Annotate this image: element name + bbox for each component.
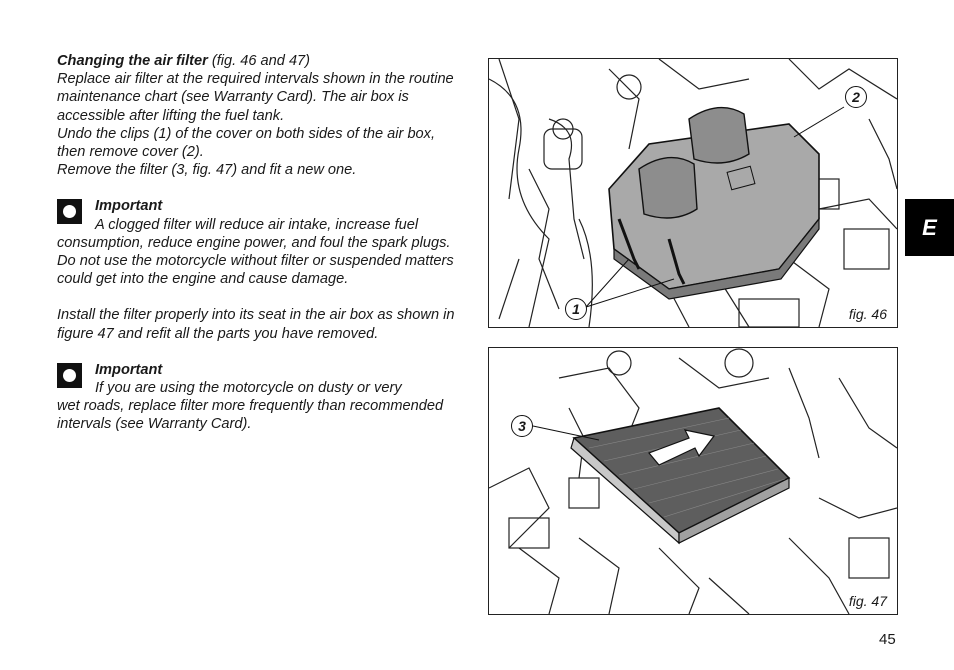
figure-47-caption: fig. 47 [848, 593, 887, 609]
paragraph-install: Install the filter properly into its sea… [57, 307, 455, 342]
figure-46-caption: fig. 46 [848, 306, 887, 322]
important-bullet-icon [57, 362, 82, 388]
important-text: wet roads, replace filter more frequentl… [57, 398, 444, 433]
figure-47-illustration [489, 348, 897, 614]
paragraph-clips: Undo the clips (1) of the cover on both … [57, 125, 436, 161]
page-number: 45 [879, 631, 896, 648]
section-heading-ref: (fig. 46 and 47) [207, 53, 311, 69]
figure-46-air-box-cover: 2 1 fig. 46 [488, 58, 898, 328]
important-notice-1: Important A clogged filter will reduce a… [57, 197, 457, 288]
figure-46-illustration [489, 59, 897, 327]
figure-47-air-filter: 3 fig. 47 [488, 347, 898, 615]
important-notice-2: Important If you are using the motorcycl… [57, 361, 457, 434]
callout-3: 3 [511, 415, 533, 437]
paragraph-intervals: Replace air filter at the required inter… [57, 71, 454, 124]
important-title: Important [95, 198, 163, 215]
important-first-line: A clogged filter will reduce air intake,… [95, 216, 419, 233]
paragraph-remove-filter: Remove the filter (3, fig. 47) and fit a… [57, 162, 357, 179]
language-tab: E [905, 199, 954, 256]
important-text: consumption, reduce engine power, and fo… [57, 234, 454, 288]
callout-2: 2 [845, 86, 867, 108]
text-column: Changing the air filter (fig. 46 and 47)… [57, 52, 457, 434]
callout-1: 1 [565, 298, 587, 320]
important-first-line: If you are using the motorcycle on dusty… [95, 380, 402, 397]
section-heading-line: Changing the air filter (fig. 46 and 47) [57, 52, 457, 70]
section-heading: Changing the air filter [57, 53, 208, 69]
important-title: Important [95, 361, 163, 378]
important-bullet-icon [57, 199, 82, 225]
